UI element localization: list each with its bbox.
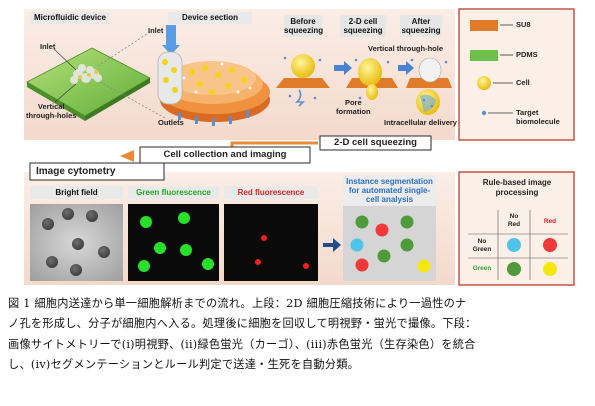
microfluidic-device-title: Microfluidic device (30, 12, 110, 24)
after-squeezing-line-2: squeezing (401, 26, 441, 35)
rule-table (468, 210, 568, 280)
figure-caption: 図 1 細胞内送達から単一細胞解析までの流れ。上段：2D 細胞圧縮技術により一過… (8, 294, 588, 376)
microfluidic-device-graphic (26, 31, 166, 121)
rule-table-cells (507, 238, 557, 276)
squeezing-label-box (319, 135, 432, 151)
rule-no-green-line-2: Green (472, 245, 492, 253)
caption-line-3: 画像サイトメトリーで(i)明視野、(ii)緑色蛍光（カーゴ）、(iii)赤色蛍光… (8, 337, 476, 351)
green-fluorescence-label: Green fluorescence (128, 186, 219, 199)
legend-pdms: PDMS (516, 50, 538, 59)
before-squeezing-line-2: squeezing (284, 26, 324, 35)
instance-segmentation-line-2: for automated single- (348, 186, 431, 195)
caption-line-1: 図 1 細胞内送達から単一細胞解析までの流れ。上段：2D 細胞圧縮技術により一過… (8, 297, 467, 310)
caption-line-2: ノ孔を形成し、分子が細胞内へ入る。処理後に細胞を回収して明視野・蛍光で撮像。下段… (8, 317, 477, 331)
red-fluorescence-image (224, 204, 318, 281)
after-squeezing-box: After squeezing (400, 15, 442, 37)
red-fluorescence-label: Red fluorescence (224, 186, 318, 199)
pore-formation-line-2: formation (336, 106, 371, 116)
figure-graphics (24, 8, 575, 286)
instance-segmentation-image (343, 204, 436, 281)
squeezing-label: 2-D cell squeezing (334, 137, 417, 148)
cell-collection-label: Cell collection and imaging (163, 149, 287, 160)
rule-no-red: No Red (504, 213, 524, 228)
before-squeezing-box: Before squeezing (284, 15, 324, 37)
rule-no-red-line-2: Red (507, 220, 521, 228)
legend-target-biomolecule: Target biomolecule (516, 108, 560, 126)
inlet-label: Inlet (40, 42, 56, 51)
pore-formation-label: Pore formation (336, 98, 371, 116)
vertical-through-hole-label: Vertical through-hole (368, 44, 444, 53)
squeezing-steps-graphic (276, 54, 452, 115)
pore-formation-line-1: Pore (344, 98, 362, 107)
bright-field-image (30, 204, 123, 281)
vertical-through-holes-line-1: Vertical (37, 102, 65, 111)
after-squeezing-line-1: After (411, 17, 431, 26)
green-fluorescence-image (128, 204, 219, 281)
rule-no-red-line-1: No (509, 213, 519, 220)
rule-based-title-line-1: Rule-based image (482, 178, 552, 187)
legend-target-line-2: biomolecule (516, 116, 560, 126)
instance-segmentation-line-1: Instance segmentation (346, 177, 433, 186)
intracellular-delivery-label: Intracellular delivery (384, 118, 457, 127)
rule-green: Green (472, 265, 492, 272)
rule-based-title-line-2: processing (495, 187, 539, 197)
before-squeezing-line-1: Before (290, 17, 316, 26)
instance-segmentation-line-3: cell analysis (365, 195, 414, 204)
cell-collection-label-box (139, 146, 311, 164)
vertical-through-holes-label: Vertical through-holes (26, 102, 77, 120)
squeezing-step-line-2: squeezing (343, 26, 383, 35)
outlets-label: Outlets (158, 118, 184, 127)
device-section-title: Device section (168, 12, 252, 24)
device-section-graphic (157, 25, 270, 126)
legend-cell: Cell (516, 78, 530, 87)
rule-no-green-line-1: No (477, 238, 487, 245)
instance-segmentation-label: Instance segmentation for automated sing… (343, 175, 436, 206)
legend-su8: SU8 (516, 20, 531, 29)
image-cytometry-title: Image cytometry (36, 166, 116, 177)
rule-based-title: Rule-based image processing (470, 178, 564, 197)
rule-red: Red (543, 218, 557, 225)
legend-swatches (470, 20, 513, 116)
caption-line-4: し、(iv)セグメンテーションとルール判定で送達・生死を自動分類。 (8, 358, 360, 372)
segmentation-arrow (323, 238, 341, 252)
rule-no-green: No Green (468, 238, 496, 253)
vertical-through-holes-line-2: through-holes (26, 110, 77, 120)
legend-target-line-1: Target (516, 108, 539, 117)
squeezing-step-line-1: 2-D cell (348, 17, 378, 26)
squeezing-step-box: 2-D cell squeezing (340, 15, 386, 37)
collection-arrow (230, 141, 318, 148)
bright-field-label: Bright field (30, 186, 123, 199)
inlet-section-label: Inlet (148, 26, 164, 35)
